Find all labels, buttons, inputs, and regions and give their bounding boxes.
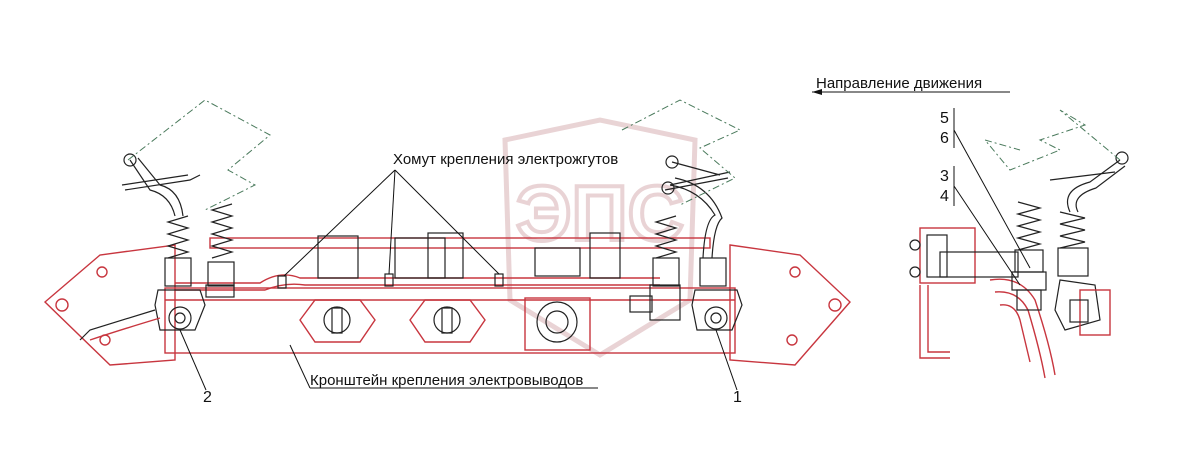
callout-4-label: 4 [940, 188, 949, 205]
callout-5-label: 5 [940, 110, 949, 127]
clamp-callout: Хомут крепления электрожгутов [283, 151, 618, 277]
hose-outline-side [983, 109, 1121, 171]
side-view [909, 151, 1129, 379]
coupling-head-left [79, 153, 235, 341]
hose-outline-right [621, 99, 742, 206]
bracket-callout: Кронштейн крепления электровыводов [289, 344, 598, 389]
direction-label: Направление движения [816, 75, 982, 92]
hose-outline-left [127, 99, 271, 211]
bracket-plate [164, 287, 736, 354]
callout-2-label: 2 [203, 389, 212, 406]
callout-1-label: 1 [733, 389, 742, 406]
direction-indicator: Направление движения [812, 75, 1010, 95]
callout-6-label: 6 [940, 130, 949, 147]
socket-left [299, 299, 376, 343]
bracket-front-view [43, 232, 851, 366]
callout-1: 1 [715, 329, 742, 406]
callout-3-4: 3 4 [940, 166, 1021, 286]
bracket-left-wing [43, 244, 176, 366]
clamp-label: Хомут крепления электрожгутов [393, 151, 618, 168]
watermark-text: ЭПС [516, 169, 684, 257]
bracket-label: Кронштейн крепления электровыводов [310, 372, 583, 389]
callout-3-label: 3 [940, 168, 949, 185]
coupling-head-right [649, 155, 743, 331]
callout-5-6: 5 6 [940, 108, 1031, 269]
callout-2: 2 [179, 329, 212, 406]
bracket-right-wing [729, 244, 851, 366]
socket-middle [409, 299, 486, 343]
socket-round [524, 297, 591, 351]
